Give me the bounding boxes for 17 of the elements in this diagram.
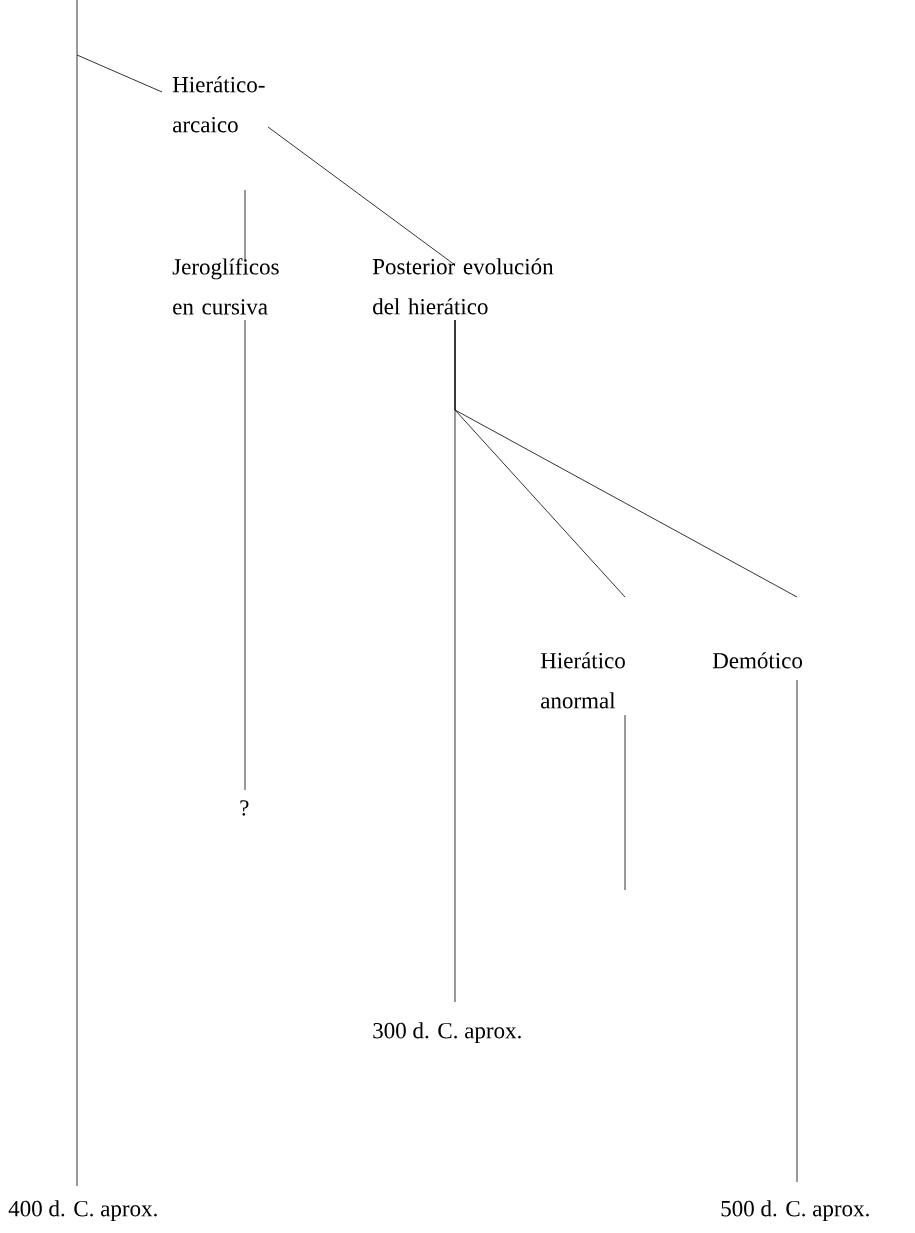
- branch-line: [76, 0, 78, 1187]
- branch-line: [454, 319, 798, 598]
- date-label: 300 d. C. aprox.: [373, 1022, 521, 1044]
- branch-line: [624, 714, 626, 891]
- date-label: 500 d. C. aprox.: [721, 1200, 869, 1222]
- stage-label: Jeroglíficos en cursiva: [172, 258, 279, 315]
- stage-label: Hierático-arcaico: [172, 76, 265, 133]
- stage-label: Hierático anormal: [540, 652, 625, 709]
- question-mark: ?: [240, 800, 249, 816]
- branch-line: [267, 126, 456, 266]
- branch-line: [796, 679, 798, 1183]
- branch-line: [76, 54, 163, 93]
- stage-label: Posterior evolución del hierático: [372, 258, 554, 315]
- branch-line: [244, 319, 246, 791]
- stage-label: Demótico: [712, 652, 803, 669]
- branch-line: [244, 189, 246, 263]
- date-label: 400 d. C. aprox.: [8, 1200, 157, 1222]
